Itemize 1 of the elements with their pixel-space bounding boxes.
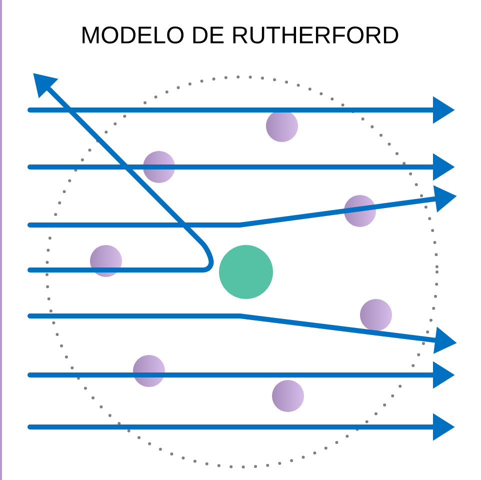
title: MODELO DE RUTHERFORD (82, 26, 398, 44)
